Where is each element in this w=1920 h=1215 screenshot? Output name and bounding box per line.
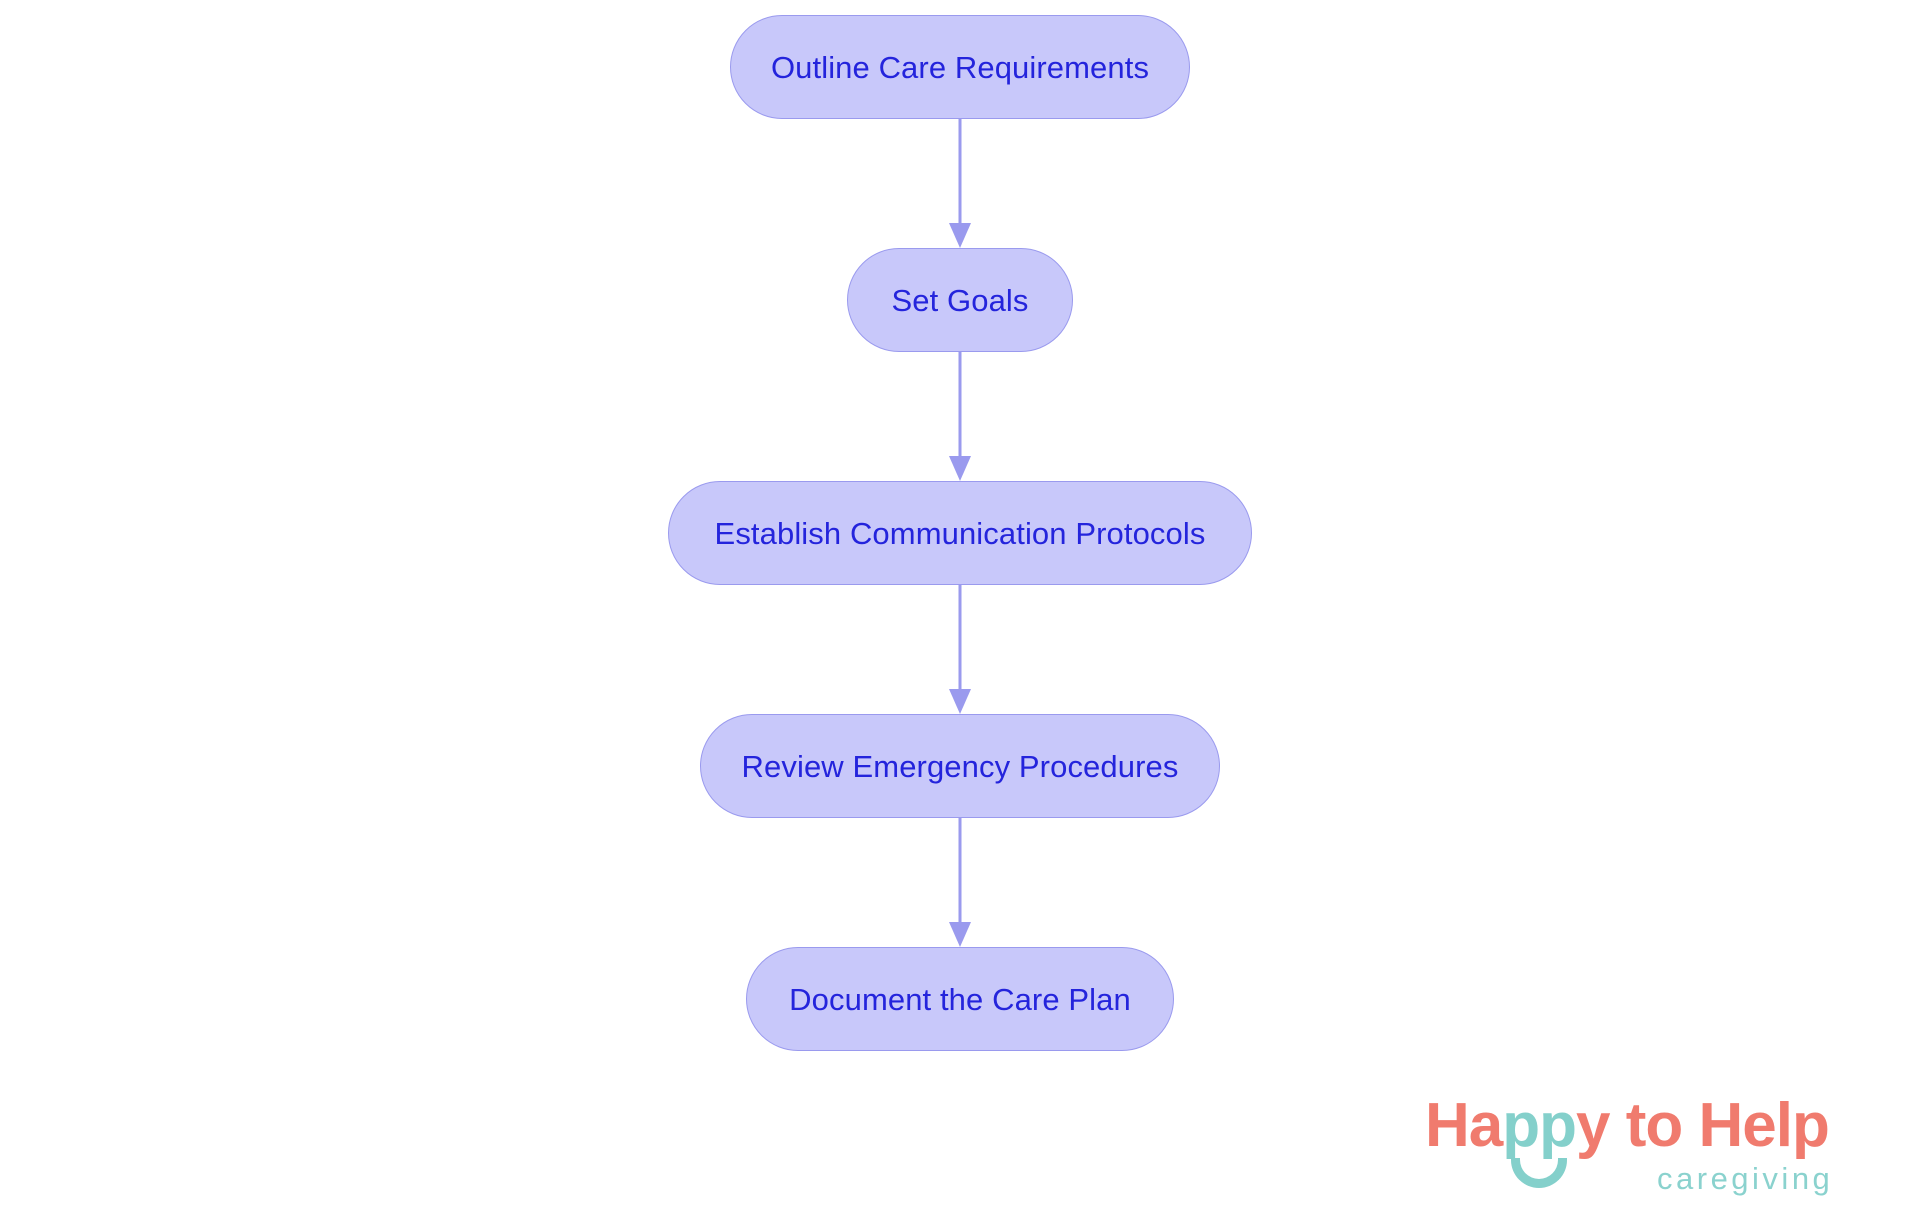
- smile-icon: [1511, 1158, 1567, 1188]
- flow-node-label: Set Goals: [891, 282, 1029, 318]
- arrowhead-icon: [949, 456, 971, 481]
- flow-node-document-the-care-plan[interactable]: Document the Care Plan: [746, 947, 1174, 1051]
- arrowhead-icon: [949, 223, 971, 248]
- flowchart-node-column: Outline Care Requirements Set Goals Esta…: [668, 15, 1252, 1051]
- logo-word-part-accent: pp: [1502, 1091, 1577, 1160]
- logo-word-part-3: y to Help: [1576, 1091, 1830, 1160]
- flow-connector-n2-n3: [949, 352, 971, 481]
- flow-node-review-emergency-procedures[interactable]: Review Emergency Procedures: [700, 714, 1220, 818]
- logo-wordmark: Happy to Help: [1425, 1095, 1830, 1157]
- flow-node-label: Document the Care Plan: [789, 981, 1131, 1017]
- logo-subtitle: caregiving: [1657, 1161, 1834, 1196]
- brand-logo: Happy to Help caregiving: [1425, 1095, 1845, 1205]
- arrowhead-icon: [949, 689, 971, 714]
- flow-connector-n3-n4: [949, 585, 971, 714]
- flow-node-label: Outline Care Requirements: [770, 49, 1150, 85]
- flow-node-outline-care-requirements[interactable]: Outline Care Requirements: [730, 15, 1190, 119]
- logo-word-part-1: Ha: [1425, 1091, 1503, 1160]
- flow-node-label: Establish Communication Protocols: [714, 515, 1206, 551]
- flow-node-set-goals[interactable]: Set Goals: [847, 248, 1073, 352]
- flow-connector-n1-n2: [949, 119, 971, 248]
- flow-connector-n4-n5: [949, 818, 971, 947]
- flow-node-establish-communication-protocols[interactable]: Establish Communication Protocols: [668, 481, 1252, 585]
- flow-node-label: Review Emergency Procedures: [741, 748, 1179, 784]
- arrowhead-icon: [949, 922, 971, 947]
